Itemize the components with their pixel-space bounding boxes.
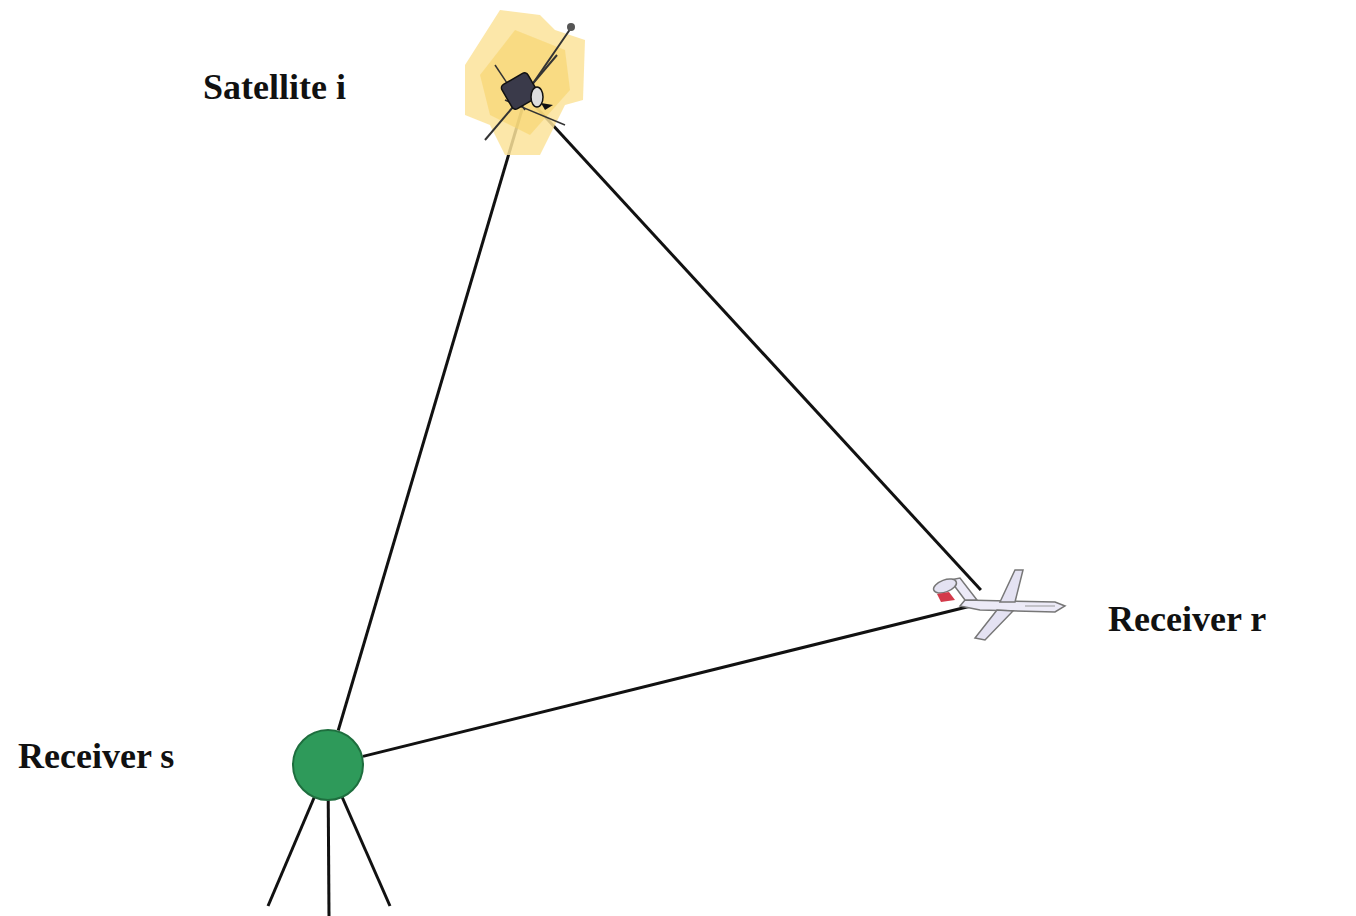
- aircraft-receiver: Receiver r: [980, 590, 1002, 612]
- signal-path: [536, 107, 981, 590]
- node-label: Receiver s: [18, 737, 174, 777]
- aircraft-icon: [905, 550, 1075, 645]
- signal-path: [338, 107, 523, 730]
- node-label: Receiver r: [1108, 600, 1266, 640]
- node-label: Satellite i: [203, 68, 346, 108]
- satellite-icon: [445, 5, 605, 175]
- ground-receiver: Receiver s: [292, 729, 364, 801]
- satellite: Satellite i: [515, 85, 537, 107]
- signal-path: [363, 604, 980, 757]
